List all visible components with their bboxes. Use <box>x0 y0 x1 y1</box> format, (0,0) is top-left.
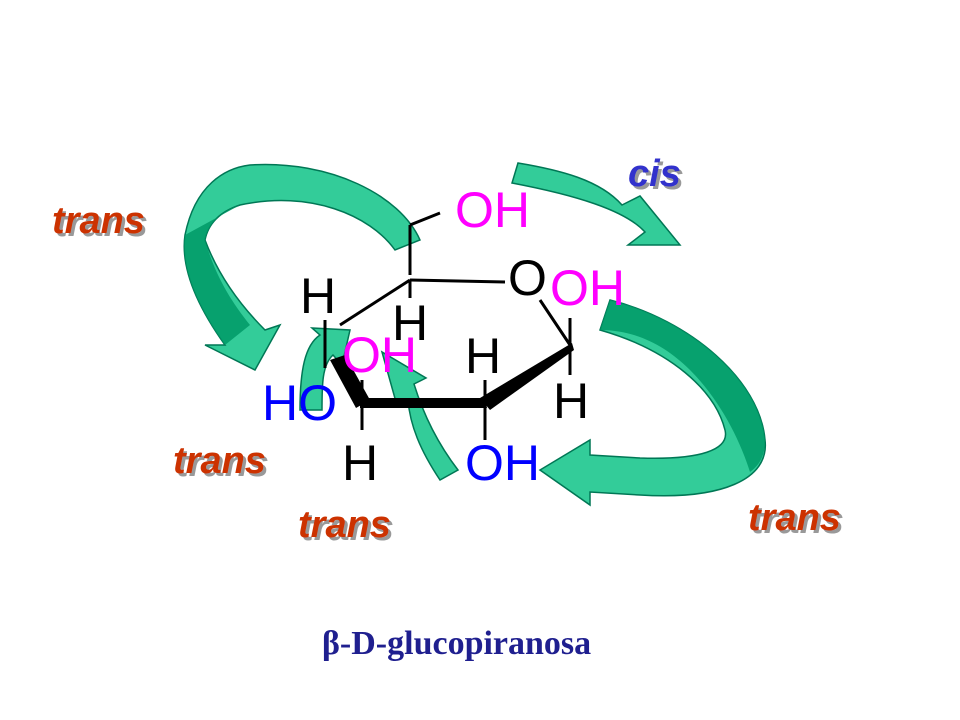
cis-label: cis <box>628 153 681 195</box>
arrow-bottom-small <box>380 350 460 481</box>
bond-c5-c4 <box>339 278 411 327</box>
ring-oxygen-text: O <box>508 250 547 306</box>
trans-arrow-small-bottom <box>380 350 460 481</box>
bond-c6-oh <box>409 211 441 227</box>
wedge-c3-c2 <box>360 398 487 408</box>
c3-h-text: H <box>342 435 378 491</box>
c4-ho-text: HO <box>262 375 337 431</box>
c4-h-text: H <box>300 268 336 324</box>
trans-label-bottom: trans <box>298 504 391 546</box>
trans-label-right: trans <box>748 497 841 539</box>
trans-label-top-left: trans <box>52 200 145 242</box>
compound-name: β-D-glucopiranosa <box>322 625 591 662</box>
wedge-c2-c1 <box>480 343 574 410</box>
bond-o-c1 <box>538 299 572 346</box>
arrow-top-left <box>183 163 422 371</box>
c5-h-text: H <box>392 295 428 351</box>
arrow-right <box>538 299 766 507</box>
bond-c5-o <box>409 278 506 284</box>
c1-h-text: H <box>553 373 589 429</box>
trans-arrow-1-shade <box>184 205 250 345</box>
trans-arrow-small-left <box>299 327 351 411</box>
arrow-left-small <box>299 327 351 411</box>
wedge-c4-c3 <box>330 355 370 408</box>
c3-oh-text: OH <box>342 327 417 383</box>
c2-h-text: H <box>465 328 501 384</box>
bonds <box>323 211 572 440</box>
arrow-cis <box>511 162 682 246</box>
c1-oh-text: OH <box>550 260 625 316</box>
beta-symbol: β <box>322 625 340 662</box>
c6-oh-text: OH <box>455 182 530 238</box>
trans-label-mid-left: trans <box>173 440 266 482</box>
c2-oh-text: OH <box>465 435 540 491</box>
compound-name-text: -D-glucopiranosa <box>340 625 591 662</box>
cis-arrow <box>511 162 682 246</box>
trans-arrow-right-shade <box>600 300 765 472</box>
